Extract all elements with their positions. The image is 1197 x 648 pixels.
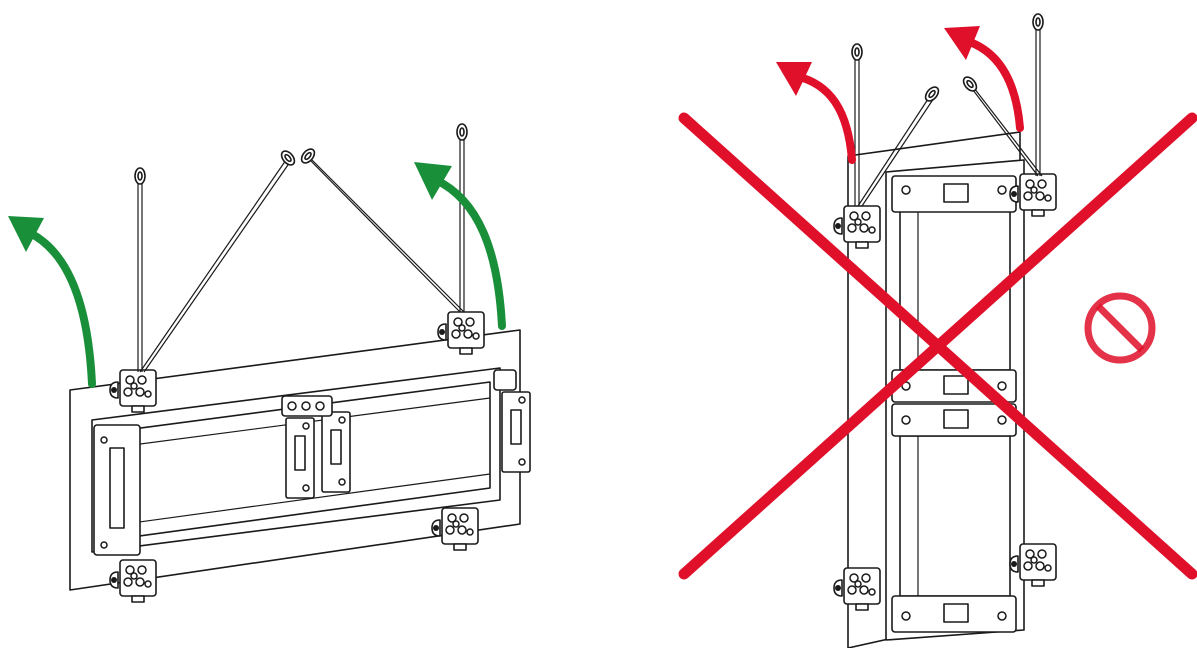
lifting-eye-icon bbox=[851, 43, 863, 61]
lifting-eye-icon bbox=[456, 123, 468, 141]
lifting-eye-icon bbox=[134, 167, 146, 185]
prohibited-icon bbox=[1084, 292, 1156, 364]
lift-arrow-icon bbox=[8, 216, 96, 388]
cross-mark-icon bbox=[678, 112, 1197, 580]
lifting-eye-icon bbox=[1032, 13, 1044, 31]
lift-arrow-icon bbox=[414, 162, 506, 330]
correct-lifting-panel bbox=[8, 123, 531, 603]
incorrect-lifting-panel bbox=[678, 13, 1197, 648]
lift-arrow-icon bbox=[776, 62, 856, 164]
lift-arrow-icon bbox=[944, 26, 1024, 132]
